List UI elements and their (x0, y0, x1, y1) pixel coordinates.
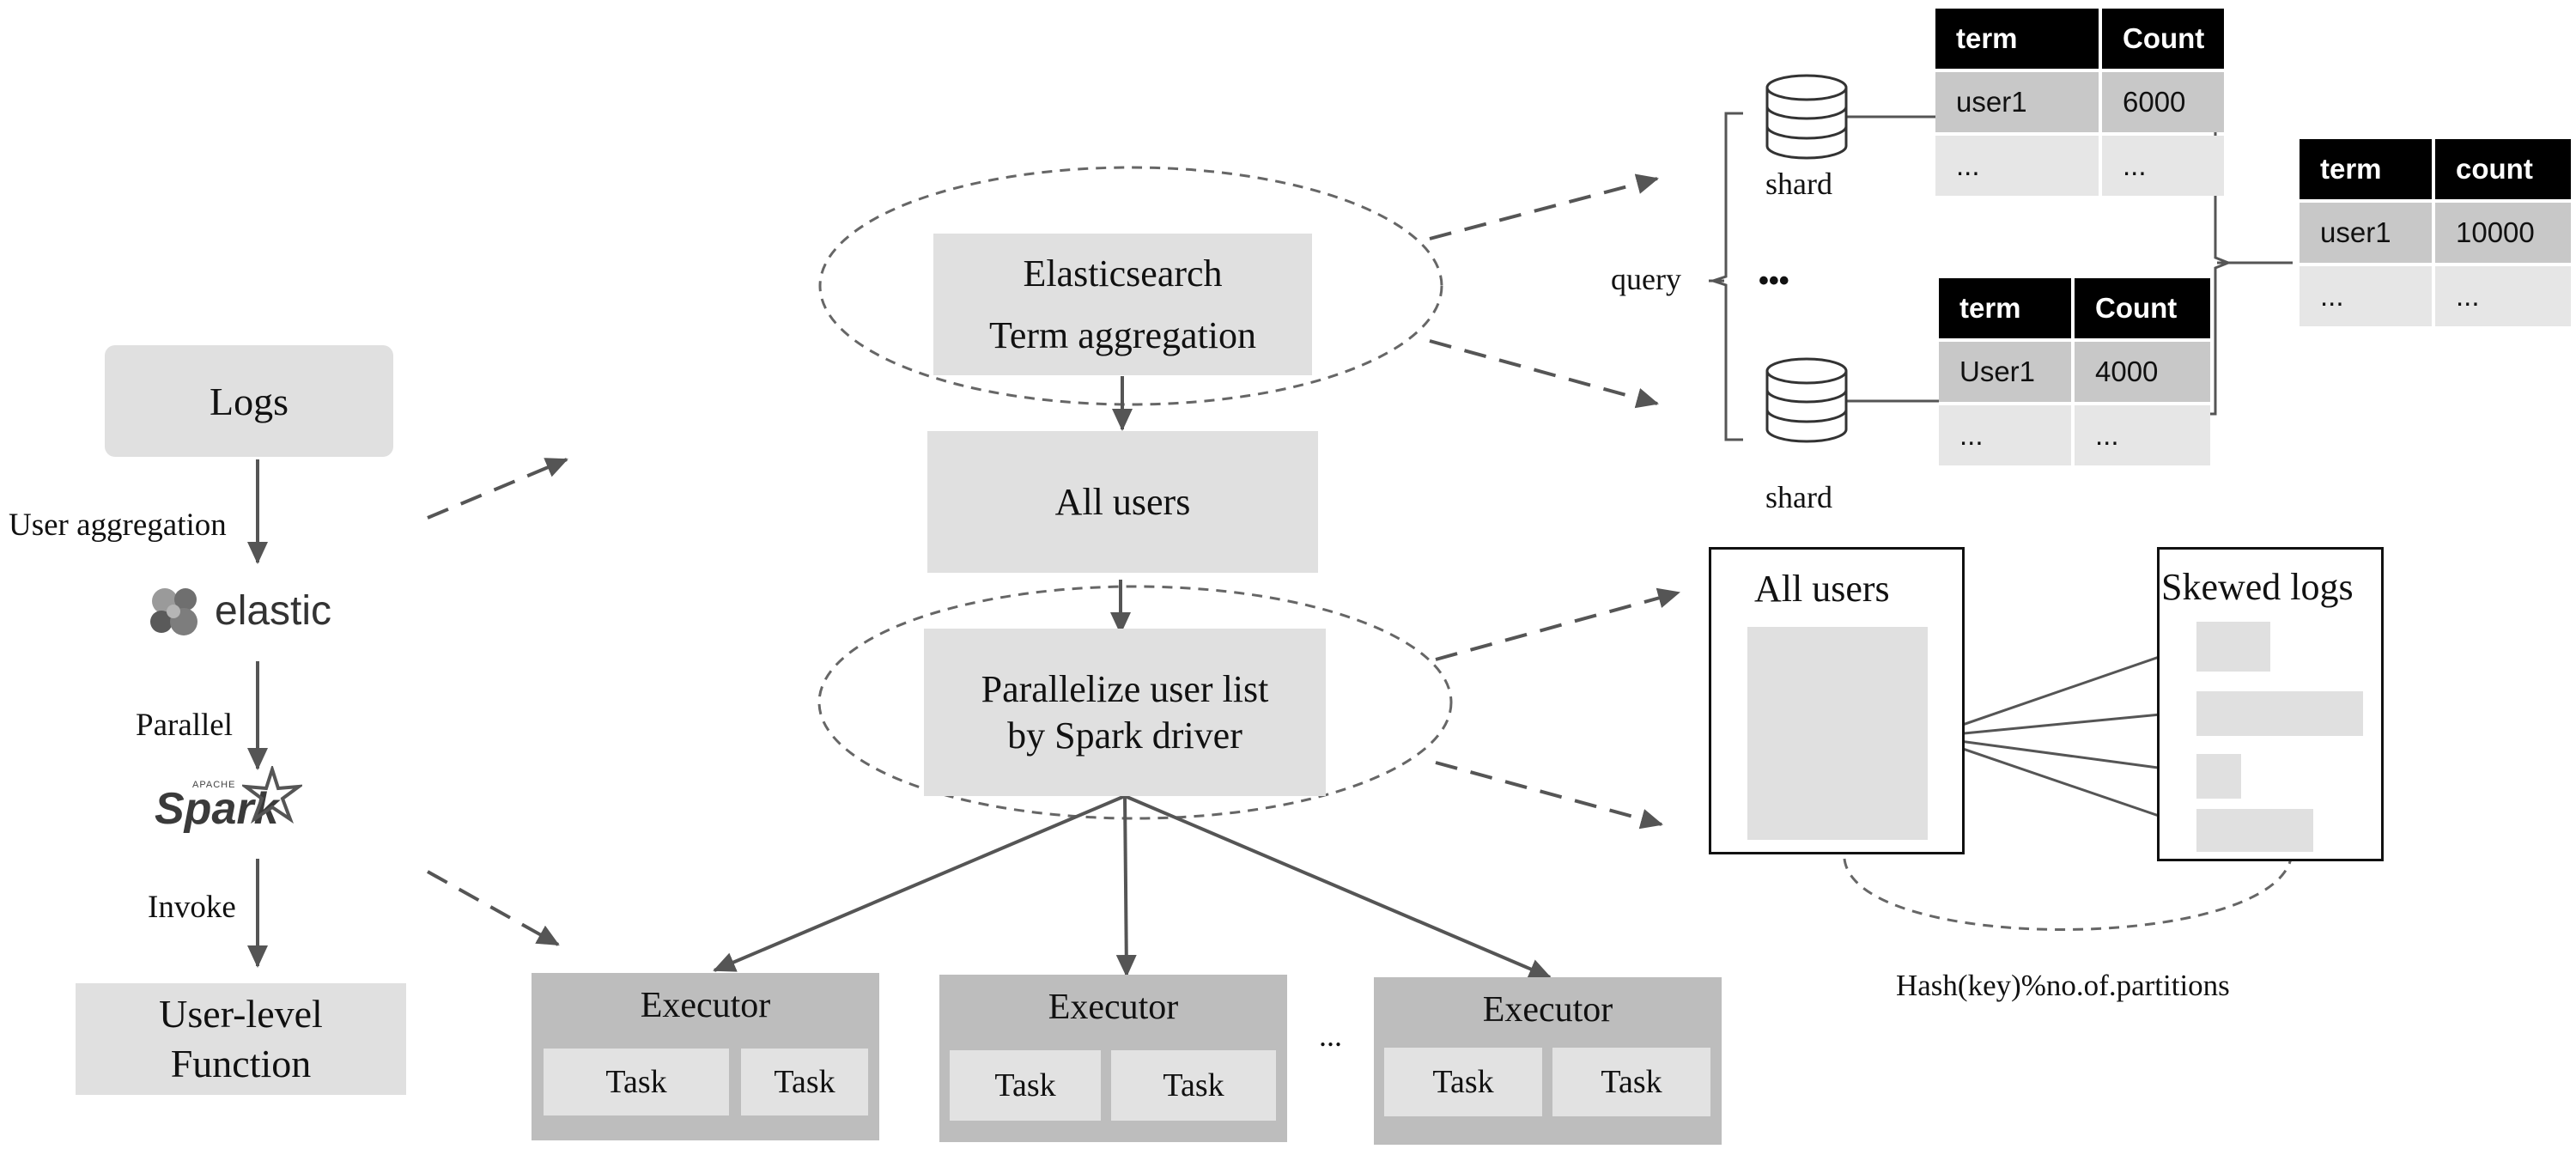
table-cell: 4000 (2075, 342, 2210, 402)
executor-box-3: Executor Task Task (1374, 977, 1722, 1145)
task-label: Task (994, 1067, 1056, 1103)
table-cell: user1 (1935, 72, 2099, 132)
dashed-arrow-es-to-shard-bottom (1429, 339, 1659, 409)
spark-star-icon (242, 766, 302, 824)
skewed-logs-box: Skewed logs (2157, 547, 2384, 861)
dashed-arrow-left-upper (427, 458, 568, 520)
table-header-cell: count (2435, 139, 2571, 199)
logs-box: Logs (105, 345, 393, 457)
user-level-function-line2: Function (170, 1042, 312, 1085)
task-label: Task (1432, 1064, 1494, 1100)
elastic-logo-text: elastic (215, 588, 332, 634)
task-box: Task (741, 1049, 868, 1115)
table-cell: ... (2102, 136, 2224, 196)
task-box: Task (1111, 1050, 1276, 1121)
parallelize-line1: Parallelize user list (981, 667, 1269, 710)
table-header-row: term count (2300, 139, 2571, 199)
task-label: Task (1601, 1064, 1662, 1100)
table-cell: ... (2075, 405, 2210, 465)
skewed-partition-bar (2196, 691, 2363, 736)
table-row: user1 6000 (1935, 72, 2224, 132)
partition-dashed-arc (1843, 858, 2293, 931)
elastic-logo-icon (150, 588, 197, 635)
es-line1: Elasticsearch (1023, 252, 1223, 295)
table-cell: User1 (1939, 342, 2071, 402)
dashed-arrow-par-to-allusers (1435, 587, 1680, 661)
table-header-cell: term (1939, 278, 2071, 338)
skewed-logs-label: Skewed logs (2161, 566, 2354, 608)
skewed-partition-bar (2196, 809, 2313, 852)
logs-label: Logs (210, 379, 289, 423)
table-row: ... ... (2300, 266, 2571, 326)
executor-title: Executor (1482, 990, 1613, 1030)
dashed-arrow-left-lower (427, 870, 560, 946)
parallel-label: Parallel (136, 708, 234, 743)
table-header-cell: term (1935, 9, 2099, 69)
shard-dots: ••• (1759, 264, 1789, 297)
database-icon-top (1765, 74, 1848, 160)
query-label: query (1611, 262, 1681, 296)
table-cell: ... (2300, 266, 2432, 326)
executor-ellipsis: ... (1319, 1018, 1342, 1053)
task-box: Task (1384, 1048, 1542, 1116)
parallelize-line2: by Spark driver (1007, 714, 1242, 757)
dashed-arrow-es-to-shard-top (1429, 173, 1659, 240)
invoke-label: Invoke (148, 890, 236, 925)
executor-title: Executor (640, 986, 771, 1025)
all-users-block (1747, 627, 1928, 840)
all-users-box: All users (927, 431, 1318, 573)
table-header-row: term Count (1935, 9, 2224, 69)
task-box: Task (544, 1049, 729, 1115)
all-users-partition-label: All users (1754, 568, 1890, 610)
table-header-row: term Count (1939, 278, 2210, 338)
shard-table-bottom: term Count User1 4000 ... ... (1935, 275, 2214, 469)
arrow-driver-to-executor-1 (713, 794, 1126, 972)
task-label: Task (1163, 1067, 1224, 1103)
table-row: User1 4000 (1939, 342, 2210, 402)
executor-box-2: Executor Task Task (939, 975, 1287, 1142)
table-header-cell: term (2300, 139, 2432, 199)
hash-formula-label: Hash(key)%no.of.partitions (1896, 969, 2230, 1002)
task-label: Task (774, 1064, 835, 1100)
executor-box-1: Executor Task Task (532, 973, 879, 1140)
all-users-partition-box: All users (1709, 547, 1965, 854)
user-level-function-line1: User-level (159, 992, 323, 1036)
skewed-partition-bar (2196, 622, 2270, 672)
table-cell: 6000 (2102, 72, 2224, 132)
shard-label-bottom: shard (1765, 480, 1832, 514)
table-cell: user1 (2300, 203, 2432, 263)
all-users-label: All users (1054, 481, 1191, 523)
es-line2: Term aggregation (989, 313, 1256, 356)
shard-table-top: term Count user1 6000 ... ... (1932, 5, 2227, 199)
dashed-arrow-par-to-partitions (1435, 761, 1663, 830)
table-header-cell: Count (2075, 278, 2210, 338)
user-level-function-box: User-level Function (76, 983, 406, 1095)
elastic-logo: elastic (146, 584, 386, 641)
task-label: Task (605, 1064, 667, 1100)
table-row: user1 10000 (2300, 203, 2571, 263)
shard-label-top: shard (1765, 167, 1832, 201)
table-cell: 10000 (2435, 203, 2571, 263)
table-row: ... ... (1935, 136, 2224, 196)
skewed-partition-bar (2196, 754, 2241, 799)
arrow-driver-to-executor-3 (1124, 794, 1552, 979)
table-cell: ... (1935, 136, 2099, 196)
task-box: Task (950, 1050, 1101, 1121)
query-brace-left (1709, 112, 1743, 441)
table-cell: ... (1939, 405, 2071, 465)
parallelize-box: Parallelize user list by Spark driver (924, 629, 1326, 796)
spark-logo: APACHE Spark (155, 766, 309, 848)
es-term-aggregation-box: Elasticsearch Term aggregation (933, 234, 1312, 375)
table-header-cell: Count (2102, 9, 2224, 69)
table-cell: ... (2435, 266, 2571, 326)
arrow-driver-to-executor-2 (1115, 795, 1137, 977)
merged-table: term count user1 10000 ... ... (2296, 136, 2574, 330)
spark-logo-apache-text: APACHE (192, 780, 236, 790)
user-aggregation-label: User aggregation (9, 508, 227, 543)
database-icon-bottom (1765, 357, 1848, 443)
task-box: Task (1552, 1048, 1710, 1116)
table-row: ... ... (1939, 405, 2210, 465)
executor-title: Executor (1048, 988, 1179, 1027)
